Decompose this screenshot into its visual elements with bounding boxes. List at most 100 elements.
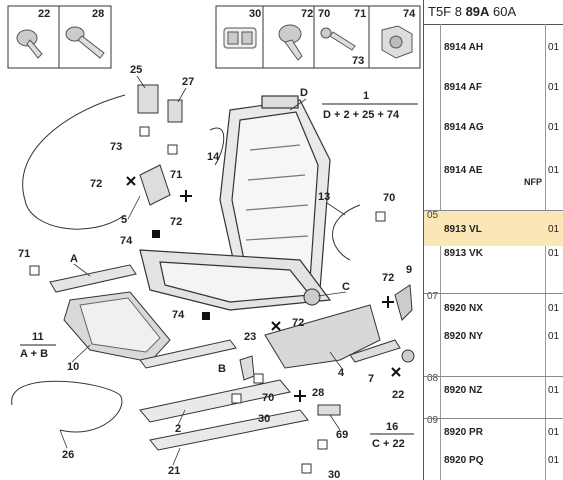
seat-pan-10[interactable] (63, 291, 171, 363)
lever-7[interactable] (349, 339, 415, 363)
parts-row[interactable]: 8913 VK 01 (424, 248, 563, 264)
part-71-label: 71 (354, 8, 366, 20)
part-reference: 8920 PQ (444, 455, 484, 466)
part-reference: 8920 NY (444, 331, 483, 342)
callout-74: 74 (120, 235, 133, 247)
part-reference: 8913 VL (444, 224, 482, 235)
callout-73: 73 (110, 141, 122, 153)
screw-28-icon (65, 26, 105, 59)
bracket-23[interactable] (239, 355, 255, 381)
part-quantity: 01 (548, 303, 560, 314)
bracket-27[interactable] (167, 99, 183, 123)
callout-16: 16 (386, 421, 398, 433)
parts-row[interactable]: 8920 PQ 01 (424, 455, 563, 471)
part-quantity: 01 (548, 248, 560, 259)
callout-28: 28 (312, 387, 324, 399)
callout-C: C (342, 281, 350, 293)
part-reference: 8914 AF (444, 82, 482, 93)
bracket-25[interactable] (137, 84, 159, 114)
callout-27: 27 (182, 76, 194, 88)
connector-28-69[interactable] (317, 404, 341, 416)
part-quantity: 01 (548, 122, 560, 133)
part-quantity: 01 (548, 455, 560, 466)
callout-A: A (70, 253, 78, 265)
part-reference: 8913 VK (444, 248, 483, 259)
column-divider-1 (440, 24, 441, 480)
part-quantity: 01 (548, 82, 560, 93)
side-trim-4[interactable] (264, 304, 381, 369)
part-quantity: 01 (548, 331, 560, 342)
knob-C[interactable] (303, 288, 321, 306)
hardware-box-left[interactable]: 22 28 (7, 5, 112, 69)
callout-2: 2 (175, 423, 181, 435)
callout-72-d: 72 (382, 272, 394, 284)
callout-22: 22 (392, 389, 404, 401)
cable-14 (209, 127, 225, 166)
marker-crosses (126, 176, 401, 377)
hardware-box-right[interactable]: 30 72 70 71 74 73 (215, 5, 421, 69)
panel-header: T5F 8 89A 60A (424, 0, 563, 25)
part-quantity: 01 (548, 427, 560, 438)
motor-5[interactable] (139, 164, 171, 206)
parts-row[interactable]: 08 8920 NZ 01 (424, 373, 563, 401)
clip-30-icon (223, 27, 257, 49)
row-group: 07 (427, 291, 439, 302)
callout-11-formula: A + B (20, 348, 48, 360)
callout-5: 5 (121, 214, 127, 226)
group-separator (424, 418, 563, 419)
callout-26: 26 (62, 449, 74, 461)
marker-plus (180, 190, 394, 402)
row-group: 09 (427, 415, 439, 426)
callout-10: 10 (67, 361, 79, 373)
parts-row[interactable]: 8920 NY 01 (424, 331, 563, 347)
rivet-70-icon (320, 27, 356, 51)
seat-base-frame[interactable] (139, 249, 332, 311)
group-separator (424, 293, 563, 294)
rail-B[interactable] (139, 339, 237, 369)
part-reference: 8914 AG (444, 122, 484, 133)
parts-row[interactable]: 8914 AG 01 (424, 122, 563, 138)
part-quantity: 01 (548, 224, 560, 235)
exploded-seat-diagram: 22 28 30 72 70 71 74 73 (7, 5, 421, 480)
callout-B: B (218, 363, 226, 375)
callout-23: 23 (244, 331, 256, 343)
callout-9: 9 (406, 264, 412, 276)
part-note: NFP (524, 177, 542, 187)
leader-lines (59, 75, 347, 466)
nut-74-icon (381, 25, 413, 59)
callout-11: 11 (32, 331, 44, 343)
callout-30-a: 30 (258, 413, 270, 425)
cable-26 (11, 380, 123, 433)
header-prefix: T5F 8 (428, 4, 466, 19)
callout-7: 7 (368, 373, 374, 385)
part-reference: 8914 AH (444, 42, 484, 53)
screw-72-icon (278, 24, 303, 61)
header-bold: 89A (465, 4, 490, 19)
row-group: 05 (427, 210, 439, 221)
screw-22-icon (16, 29, 43, 59)
track-2[interactable] (139, 379, 309, 451)
callout-71-b: 71 (18, 248, 30, 260)
parts-row[interactable]: 8914 AF 01 (424, 82, 563, 98)
rail-A[interactable] (49, 264, 137, 293)
parts-row[interactable]: 05 8913 VL 01 (424, 210, 563, 246)
callout-16-formula: C + 22 (372, 438, 405, 450)
group-separator (424, 376, 563, 377)
marker-filled (152, 230, 210, 320)
header-suffix: 60A (489, 4, 517, 19)
part-72-label: 72 (301, 8, 313, 20)
callout-25: 25 (130, 64, 142, 76)
seat-back-frame[interactable] (219, 95, 331, 291)
marker-squares (29, 126, 386, 474)
callout-4: 4 (338, 367, 345, 379)
lever-9[interactable] (394, 284, 413, 321)
part-quantity: 01 (548, 385, 560, 396)
callout-70-a: 70 (383, 192, 395, 204)
part-reference: 8920 NZ (444, 385, 483, 396)
row-group: 08 (427, 373, 439, 384)
